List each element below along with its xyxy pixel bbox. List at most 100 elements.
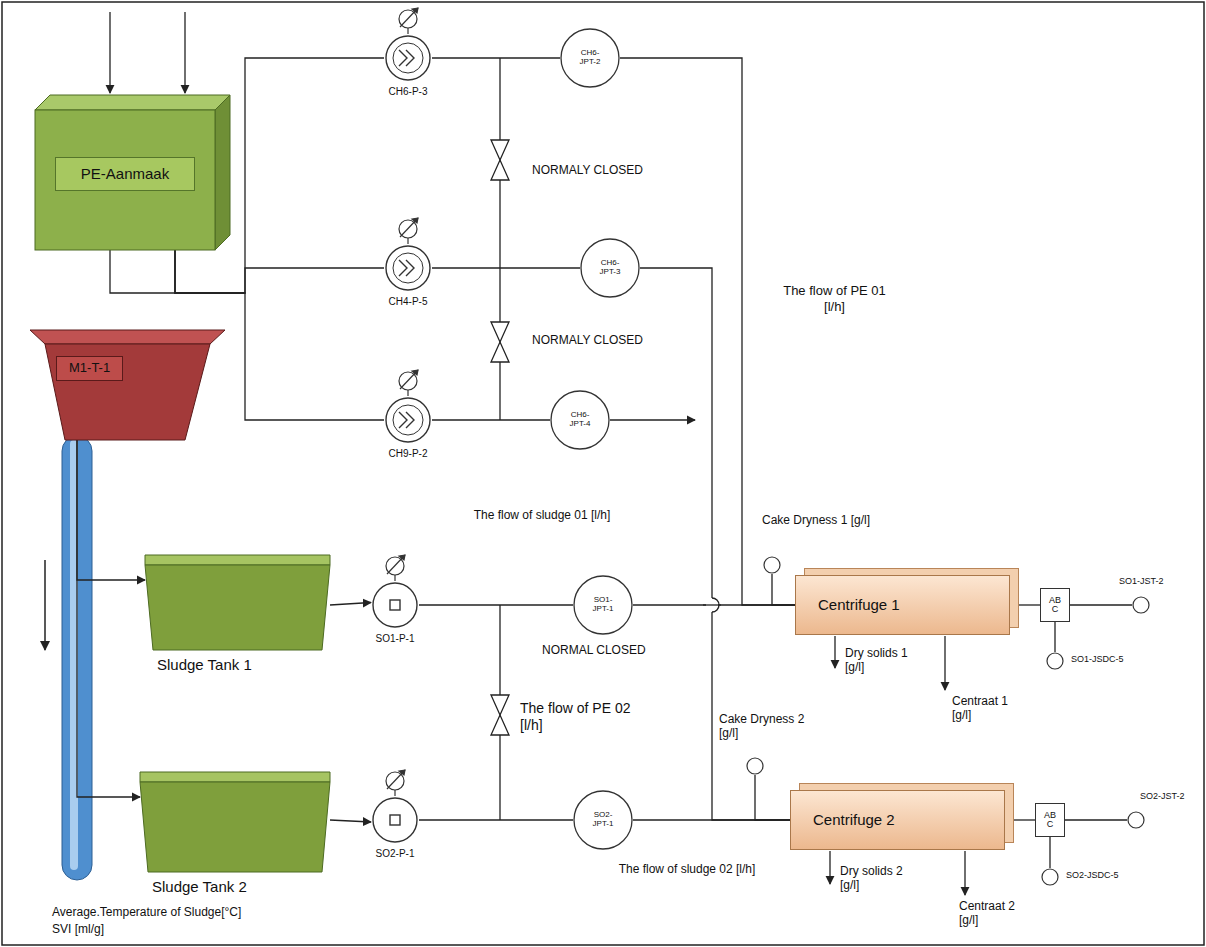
pipe-line — [419, 819, 573, 820]
hop-arc — [712, 598, 719, 612]
centrifuge-outlets — [830, 636, 965, 895]
pe-outlet-arrow — [610, 419, 695, 420]
drawing-circle — [1042, 869, 1058, 885]
drawing-line — [944, 636, 945, 690]
drawing-circle — [393, 253, 423, 283]
drawing-path — [399, 412, 414, 428]
sensor-circle-outline — [763, 556, 781, 574]
annotation-label: NORMALY CLOSED — [530, 333, 645, 347]
drawing-path — [412, 8, 418, 13]
drawing-path — [412, 370, 418, 375]
node-label: Sludge Tank 1 — [157, 656, 252, 673]
drawing-circle — [574, 576, 632, 634]
drawing-polygon — [140, 782, 330, 872]
flow-arrow — [44, 560, 46, 650]
drawing-circle — [551, 391, 609, 449]
pump-symbol: SO1-P-1 — [371, 581, 419, 629]
drawing-path — [399, 555, 405, 560]
annotation-label: SVI [ml/g] — [50, 922, 106, 936]
centrifuge-box: Centrifuge 1 — [795, 575, 1010, 635]
drawing-line — [394, 575, 395, 581]
pump-symbol-outline — [371, 796, 419, 844]
pipe-line — [772, 574, 795, 605]
annotation-label: The flow of sludge 02 [l/h] — [610, 862, 764, 876]
drawing-path — [412, 218, 418, 223]
pipe-line — [175, 250, 384, 293]
drawing-path — [399, 770, 405, 775]
hopper-tank-outline — [30, 330, 225, 440]
chemical-tank: PE-Aanmaak — [35, 95, 230, 250]
drawing-polygon — [45, 344, 210, 440]
pipe-line — [77, 440, 145, 580]
annotation-label: Dry solids 1 [g/l] — [843, 646, 927, 675]
pump-symbol-outline — [384, 244, 432, 292]
node-label: SO1-JST-2 — [1118, 576, 1165, 586]
drawing-polygon — [145, 555, 330, 565]
drawing-line — [387, 770, 405, 789]
flow-meter: CH6- JPT-2 — [560, 28, 620, 88]
drawing-rect — [390, 600, 400, 610]
drawing-path — [399, 50, 414, 66]
inlet-arrow — [184, 12, 185, 93]
node-label: PE-Aanmaak — [55, 157, 195, 191]
pipe-line — [1070, 604, 1132, 605]
annotation-label: The flow of sludge 01 [l/h] — [465, 508, 619, 522]
flow-meter: SO1- JPT-1 — [573, 575, 633, 635]
drawing-circle — [561, 29, 619, 87]
pipe-line — [1065, 819, 1127, 820]
pipe-line — [432, 419, 550, 420]
node-label: CH6- JPT-4 — [563, 411, 597, 429]
drawing-line — [387, 555, 405, 574]
pipe-line — [633, 604, 795, 605]
drawing-rect — [390, 815, 400, 825]
sludge-tank-outline — [145, 555, 330, 650]
pipe-line — [419, 604, 573, 605]
drawing-line — [407, 390, 408, 396]
annotation-label: Dry solids 2 [g/l] — [838, 864, 922, 893]
line-hop — [703, 598, 721, 612]
outlet-pipe — [110, 250, 175, 293]
drawing-path — [399, 260, 414, 276]
annotation-label: Average.Temperature of Sludge[°C] — [50, 905, 243, 919]
drawing-polygon — [35, 95, 230, 110]
node-label: SO2-JST-2 — [1139, 791, 1186, 801]
hop-line — [703, 604, 721, 605]
sensor-circle: Cake Dryness 2 [g/l] — [746, 757, 764, 775]
sensor-circle-outline — [1046, 652, 1064, 670]
pump-symbol: CH4-P-5 — [384, 244, 432, 292]
controller-box: AB C — [1035, 803, 1065, 837]
sensor-circle-outline — [1132, 596, 1150, 614]
sensor-circle: SO1-JST-2 — [1132, 596, 1150, 614]
sensor-circle: SO1-JSDC-5 — [1046, 652, 1064, 670]
drawing-line — [407, 28, 408, 34]
annotation-label: The flow of PE 01 [l/h] — [770, 283, 899, 314]
sensor-circle-outline — [1041, 868, 1059, 886]
drawing-line — [394, 790, 395, 796]
pipe-line — [1054, 622, 1055, 652]
pipe-line — [1010, 604, 1040, 605]
flow-meter: SO2- JPT-1 — [573, 790, 633, 850]
valves — [491, 58, 509, 820]
drawing-line — [407, 238, 408, 244]
node-label: CH4-P-5 — [389, 296, 428, 308]
pump-symbol: CH6-P-3 — [384, 34, 432, 82]
hopper-tank: M1-T-1 — [30, 330, 225, 440]
annotation-label: Centraat 2 [g/l] — [957, 899, 1031, 928]
drawing-line — [834, 636, 835, 668]
pipe-line — [330, 820, 371, 822]
node-label: Cake Dryness 1 [g/l] — [761, 514, 871, 528]
drawing-circle — [386, 36, 430, 80]
pipe-line — [755, 775, 790, 820]
annotation-label: The flow of PE 02 [l/h] — [518, 700, 647, 734]
drawing-polygon — [30, 330, 225, 344]
drawing-circle — [581, 239, 639, 297]
drawing-circle — [1128, 812, 1144, 828]
node-label: M1-T-1 — [56, 356, 123, 381]
drawing-circle — [1133, 597, 1149, 613]
drawing-polygon — [215, 95, 230, 250]
drawing-circle — [386, 246, 430, 290]
node-label: SO1-JSDC-5 — [1070, 654, 1125, 664]
